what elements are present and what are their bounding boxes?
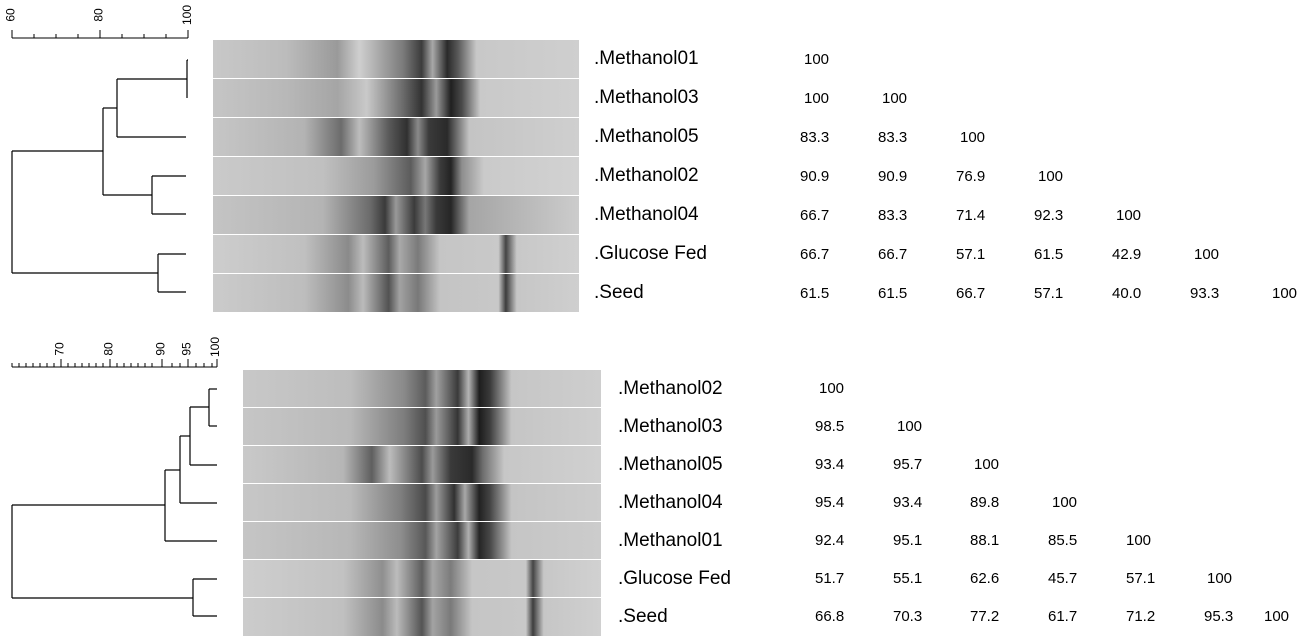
- gel-lane: [243, 408, 601, 445]
- matrix-cell: 100: [1207, 570, 1233, 587]
- matrix-cell: 42.9: [1112, 246, 1142, 263]
- matrix-cell: 100: [1264, 608, 1290, 625]
- matrix-cell: 66.7: [800, 207, 830, 224]
- panel-2-scale-tick-95: 95: [179, 342, 194, 356]
- panel-1-gel-image: [213, 40, 579, 312]
- gel-lane: [243, 522, 601, 559]
- panel-2-scale-tick-100: 100: [208, 336, 223, 358]
- matrix-cell: 40.0: [1112, 285, 1142, 302]
- matrix-cell: 76.9: [956, 168, 986, 185]
- matrix-cell: 83.3: [800, 129, 830, 146]
- gel-lane: [213, 157, 579, 195]
- matrix-cell: 83.3: [878, 207, 908, 224]
- panel-1-lane-label: .Methanol03: [594, 87, 699, 108]
- panel-2-lane-label: .Methanol01: [618, 530, 723, 551]
- matrix-cell: 100: [819, 380, 845, 397]
- matrix-cell: 95.4: [815, 494, 845, 511]
- matrix-cell: 61.5: [1034, 246, 1064, 263]
- matrix-cell: 57.1: [1034, 285, 1064, 302]
- matrix-cell: 93.3: [1190, 285, 1220, 302]
- gel-lane: [213, 235, 579, 273]
- panel-2-lane-label: .Glucose Fed: [618, 568, 731, 589]
- matrix-cell: 66.7: [800, 246, 830, 263]
- panel-1-similarity-scale: [11, 30, 189, 39]
- matrix-cell: 93.4: [893, 494, 923, 511]
- panel-2-lane-label: .Methanol02: [618, 378, 723, 399]
- matrix-cell: 100: [1194, 246, 1220, 263]
- matrix-cell: 95.3: [1204, 608, 1234, 625]
- matrix-cell: 66.7: [956, 285, 986, 302]
- panel-1-lane-label: .Glucose Fed: [594, 243, 707, 264]
- matrix-cell: 95.7: [893, 456, 923, 473]
- matrix-cell: 100: [1052, 494, 1078, 511]
- matrix-cell: 92.3: [1034, 207, 1064, 224]
- gel-lane: [213, 79, 579, 117]
- matrix-cell: 55.1: [893, 570, 923, 587]
- matrix-cell: 95.1: [893, 532, 923, 549]
- matrix-cell: 93.4: [815, 456, 845, 473]
- matrix-cell: 90.9: [800, 168, 830, 185]
- panel-1-lane-label: .Methanol02: [594, 165, 699, 186]
- matrix-cell: 61.7: [1048, 608, 1078, 625]
- panel-2-lane-label: .Seed: [618, 606, 668, 627]
- panel-2-scale-tick-90: 90: [153, 342, 168, 356]
- gel-lane: [243, 598, 601, 636]
- matrix-cell: 57.1: [956, 246, 986, 263]
- matrix-cell: 61.5: [878, 285, 908, 302]
- matrix-cell: 100: [804, 51, 830, 68]
- matrix-cell: 70.3: [893, 608, 923, 625]
- panel-1-lane-label: .Seed: [594, 282, 644, 303]
- panel-2-lane-label: .Methanol03: [618, 416, 723, 437]
- matrix-cell: 98.5: [815, 418, 845, 435]
- matrix-cell: 100: [960, 129, 986, 146]
- matrix-cell: 100: [1038, 168, 1064, 185]
- matrix-cell: 88.1: [970, 532, 1000, 549]
- gel-lane: [213, 196, 579, 234]
- panel-2-dendrogram: [11, 388, 217, 617]
- panel-2-similarity-scale: [11, 359, 218, 368]
- gel-lane: [243, 370, 601, 407]
- panel-1-lane-label: .Methanol05: [594, 126, 699, 147]
- matrix-cell: 85.5: [1048, 532, 1078, 549]
- gel-lane: [243, 446, 601, 483]
- panel-2-lane-label: .Methanol05: [618, 454, 723, 475]
- matrix-cell: 100: [1126, 532, 1152, 549]
- matrix-cell: 100: [897, 418, 923, 435]
- panel-2-gel-image: [243, 370, 601, 636]
- panel-2-lane-label: .Methanol04: [618, 492, 723, 513]
- matrix-cell: 71.2: [1126, 608, 1156, 625]
- panel-2-scale-tick-80: 80: [101, 342, 116, 356]
- matrix-cell: 100: [1116, 207, 1142, 224]
- panel-1-lane-label: .Methanol01: [594, 48, 699, 69]
- gel-lane: [243, 560, 601, 597]
- matrix-cell: 66.7: [878, 246, 908, 263]
- gel-lane: [213, 118, 579, 156]
- matrix-cell: 83.3: [878, 129, 908, 146]
- panel-1-lane-label: .Methanol04: [594, 204, 699, 225]
- matrix-cell: 90.9: [878, 168, 908, 185]
- matrix-cell: 62.6: [970, 570, 1000, 587]
- gel-lane: [213, 274, 579, 312]
- matrix-cell: 100: [974, 456, 1000, 473]
- matrix-cell: 77.2: [970, 608, 1000, 625]
- panel-1-dendrogram: [11, 59, 188, 293]
- matrix-cell: 89.8: [970, 494, 1000, 511]
- matrix-cell: 100: [882, 90, 908, 107]
- panel-2-scale-tick-70: 70: [52, 342, 67, 356]
- matrix-cell: 57.1: [1126, 570, 1156, 587]
- matrix-cell: 92.4: [815, 532, 845, 549]
- matrix-cell: 71.4: [956, 207, 986, 224]
- gel-lane: [243, 484, 601, 521]
- matrix-cell: 100: [1272, 285, 1298, 302]
- matrix-cell: 100: [804, 90, 830, 107]
- matrix-cell: 45.7: [1048, 570, 1078, 587]
- matrix-cell: 51.7: [815, 570, 845, 587]
- matrix-cell: 61.5: [800, 285, 830, 302]
- matrix-cell: 66.8: [815, 608, 845, 625]
- gel-lane: [213, 40, 579, 78]
